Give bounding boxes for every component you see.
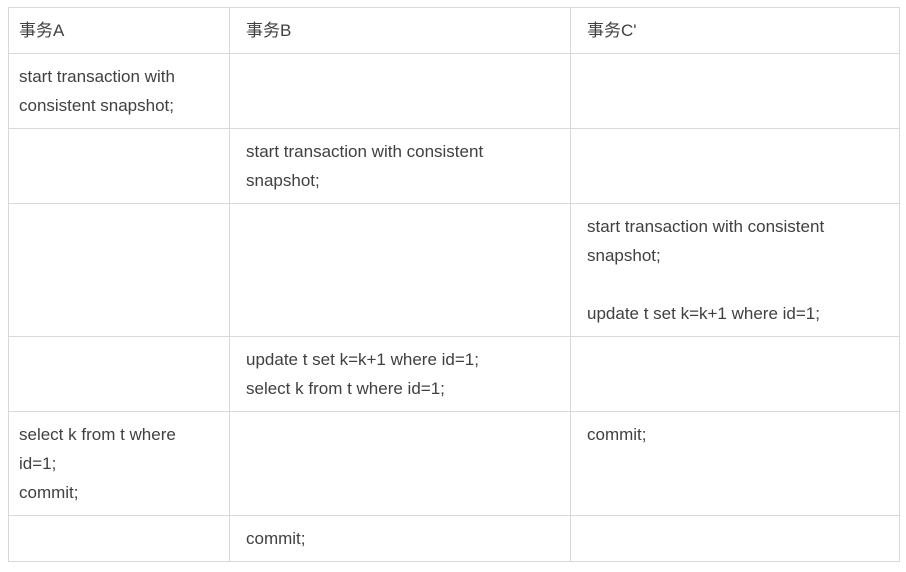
cell-r2-transaction-c [570,128,900,204]
cell-r4-transaction-c [570,336,900,412]
cell-r4-transaction-b: update t set k=k+1 where id=1; select k … [229,336,571,412]
cell-r1-transaction-c [570,53,900,129]
table-row: start transaction with consistent snapsh… [8,53,900,129]
cell-r3-transaction-a [8,203,230,337]
cell-r6-transaction-a [8,515,230,562]
cell-r6-transaction-b: commit; [229,515,571,562]
cell-r5-transaction-a: select k from t where id=1; commit; [8,411,230,516]
cell-r4-transaction-a [8,336,230,412]
transaction-table: 事务A 事务B 事务C' start transaction with cons… [8,7,900,562]
cell-r2-transaction-a [8,128,230,204]
column-header-transaction-a: 事务A [8,7,230,54]
column-header-transaction-b: 事务B [229,7,571,54]
table-row: start transaction with consistent snapsh… [8,128,900,204]
cell-r2-transaction-b: start transaction with consistent snapsh… [229,128,571,204]
cell-r3-transaction-b [229,203,571,337]
table-row: select k from t where id=1; commit; comm… [8,411,900,516]
table-row: update t set k=k+1 where id=1; select k … [8,336,900,412]
column-header-transaction-c: 事务C' [570,7,900,54]
cell-r5-transaction-b [229,411,571,516]
cell-r1-transaction-b [229,53,571,129]
table-row: start transaction with consistent snapsh… [8,203,900,337]
cell-r5-transaction-c: commit; [570,411,900,516]
cell-r3-transaction-c: start transaction with consistent snapsh… [570,203,900,337]
cell-r1-transaction-a: start transaction with consistent snapsh… [8,53,230,129]
table-header-row: 事务A 事务B 事务C' [8,7,900,54]
cell-r6-transaction-c [570,515,900,562]
table-row: commit; [8,515,900,562]
